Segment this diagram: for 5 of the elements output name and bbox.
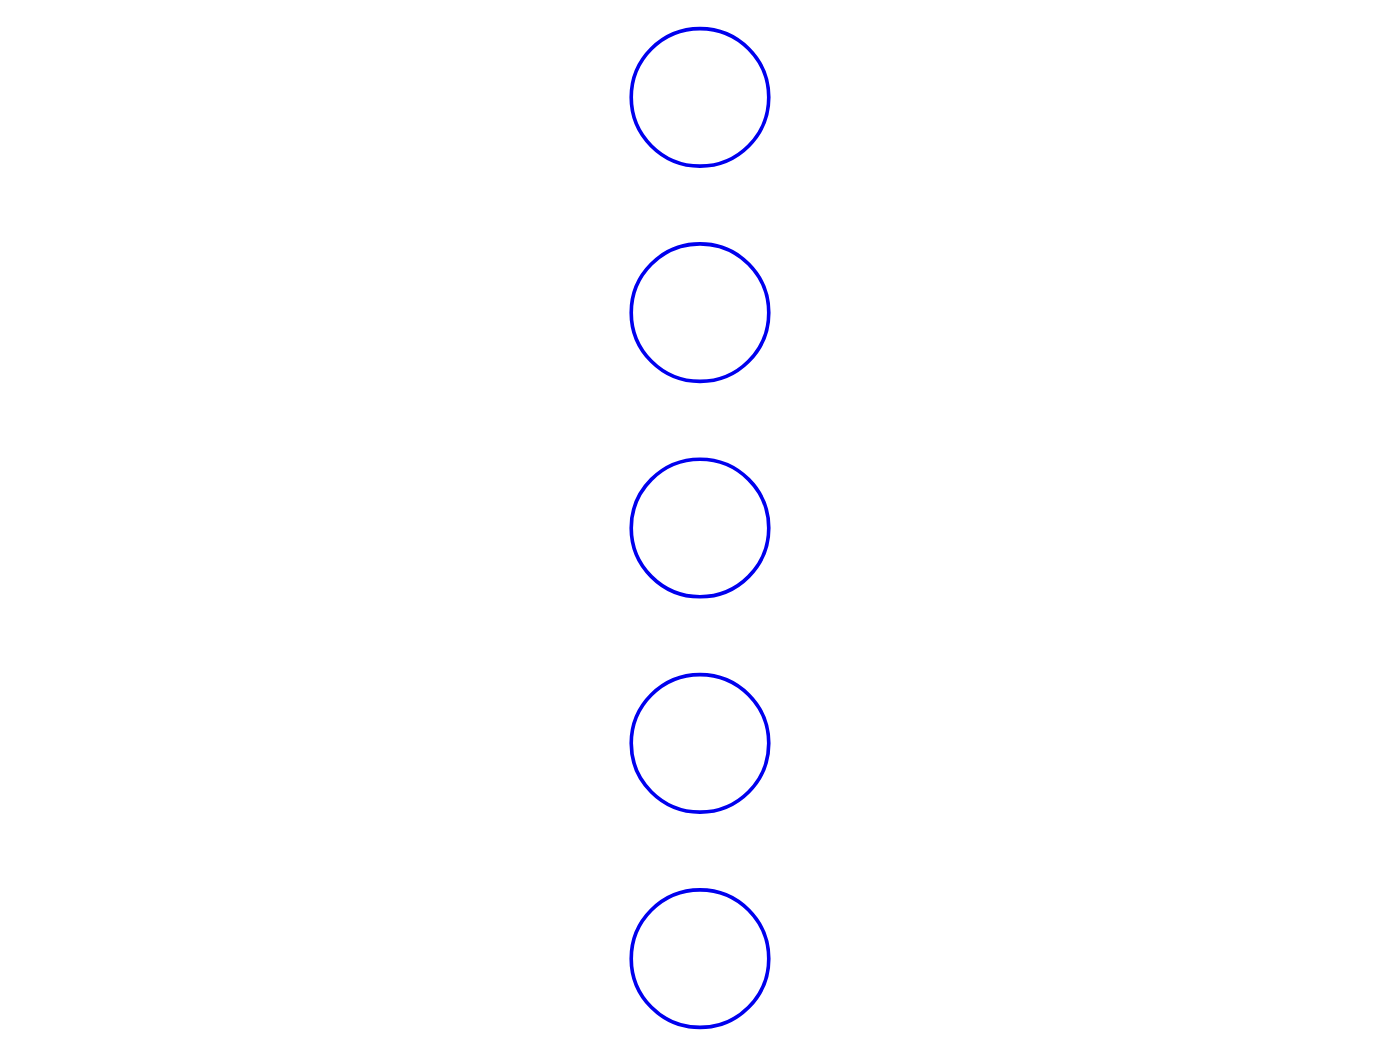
node-circle [629,672,771,814]
node-circle [629,457,771,599]
node-circle [629,26,771,168]
node-circle [629,242,771,384]
node-circle [629,888,771,1030]
